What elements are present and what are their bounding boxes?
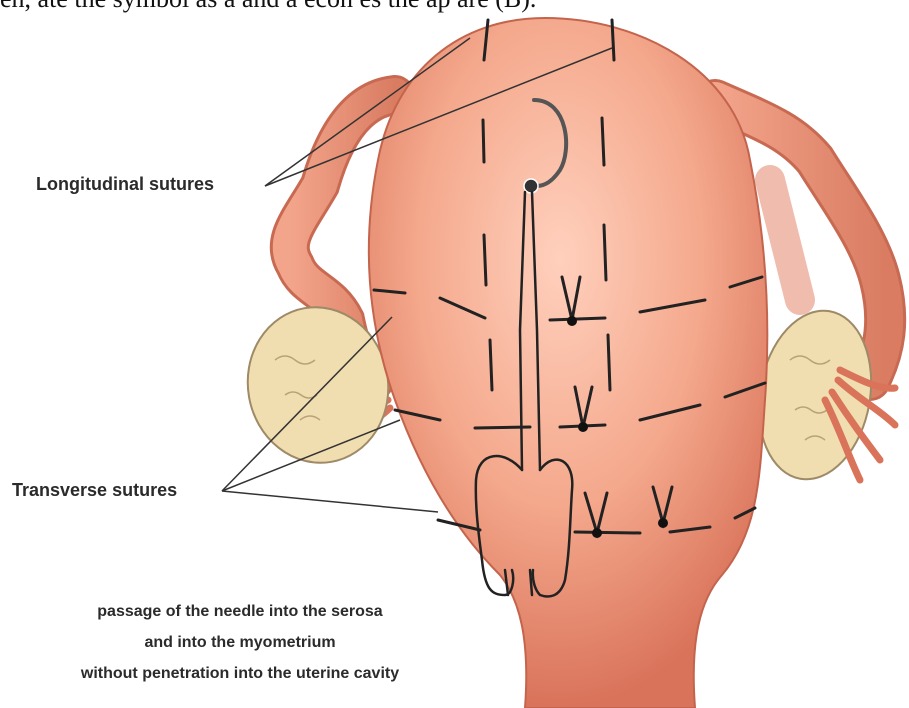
- caption-line-2: and into the myometrium: [0, 627, 480, 658]
- caption-line-3: without penetration into the uterine cav…: [0, 658, 480, 689]
- transverse-sutures-label: Transverse sutures: [12, 480, 177, 501]
- longitudinal-sutures-label: Longitudinal sutures: [36, 174, 214, 195]
- caption: passage of the needle into the serosa an…: [0, 596, 480, 689]
- caption-line-1: passage of the needle into the serosa: [0, 596, 480, 627]
